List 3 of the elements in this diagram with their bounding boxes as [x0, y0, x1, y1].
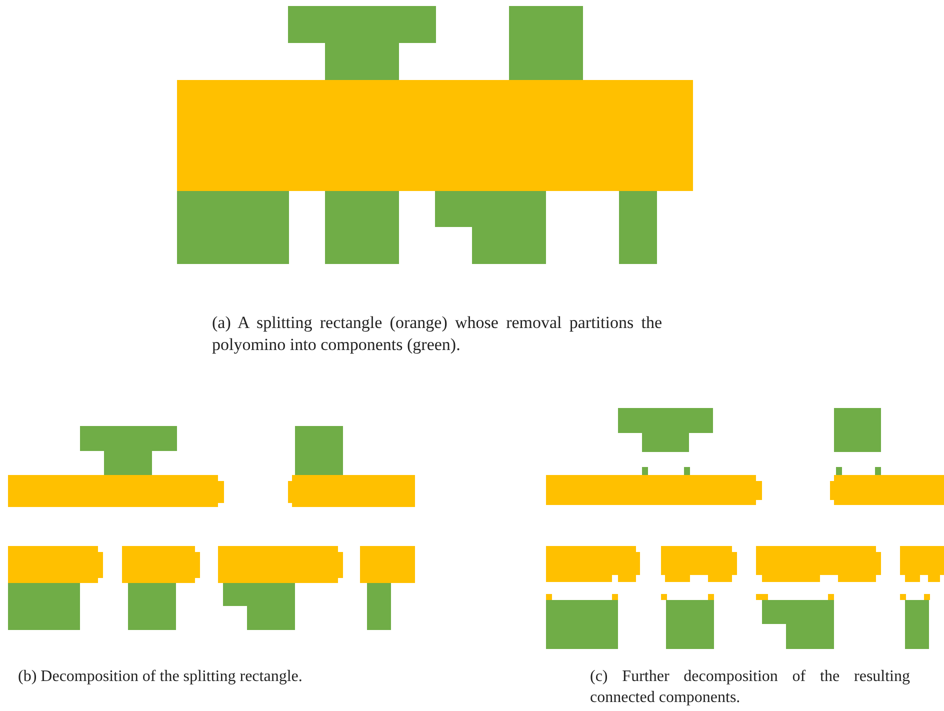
figure-caption: (a) A splitting rectangle (orange) whose removal partitions the polyomino into components (green). [212, 312, 662, 356]
figure-caption: (c) Further decomposition of the resulting connected components. [590, 667, 910, 708]
figure-caption: (b) Decomposition of the splitting rectangle. [18, 667, 304, 687]
